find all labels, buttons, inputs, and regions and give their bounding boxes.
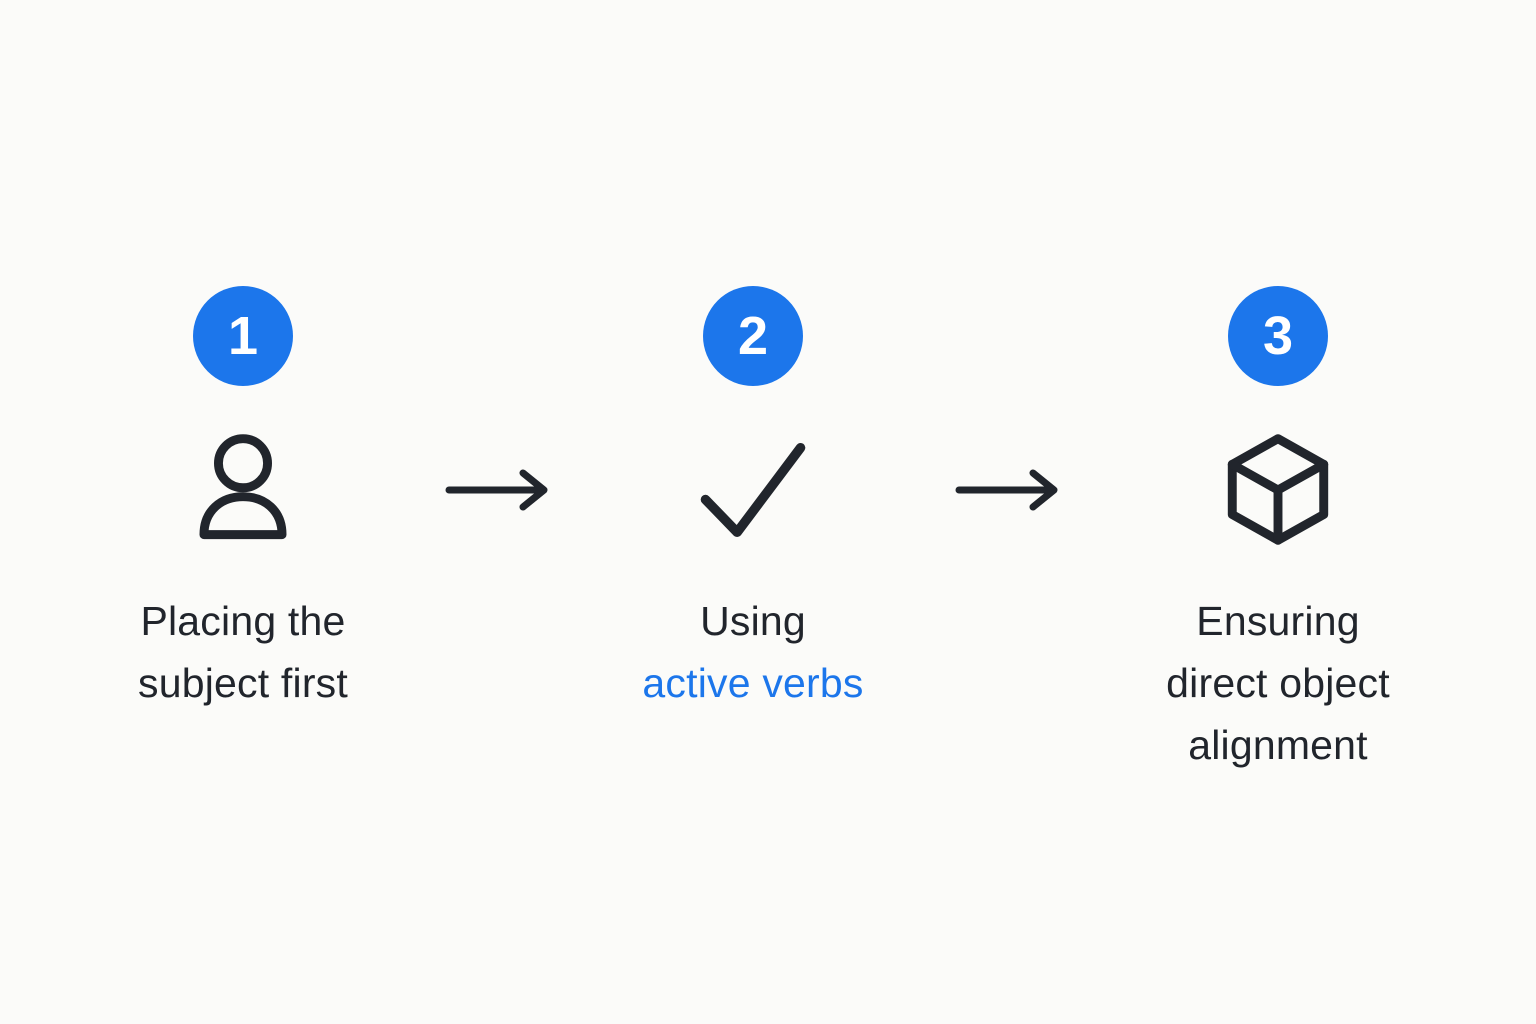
person-icon — [187, 432, 299, 548]
label-line: Using — [700, 598, 806, 644]
label-line: alignment — [1188, 722, 1368, 768]
step-1: 1 Placing the subject first — [63, 286, 423, 714]
label-line: Ensuring — [1196, 598, 1360, 644]
step-3-label: Ensuring direct object alignment — [1166, 590, 1390, 776]
label-line-accent: active verbs — [642, 660, 864, 706]
step-3-number-badge: 3 — [1228, 286, 1328, 386]
check-icon — [697, 432, 809, 548]
step-2-label: Using active verbs — [642, 590, 863, 714]
step-2-number-badge: 2 — [703, 286, 803, 386]
step-number: 1 — [227, 306, 259, 366]
label-line: subject first — [138, 660, 348, 706]
step-number: 2 — [737, 306, 769, 366]
step-1-label: Placing the subject first — [138, 590, 348, 714]
cube-icon — [1222, 432, 1334, 548]
arrow-right-icon — [933, 468, 1083, 512]
step-number: 3 — [1262, 306, 1294, 366]
step-2: 2 Using active verbs — [573, 286, 933, 714]
label-line: Placing the — [140, 598, 346, 644]
arrow-right-icon — [423, 468, 573, 512]
step-1-number-badge: 1 — [193, 286, 293, 386]
step-3: 3 Ensuring direct object alignment — [1083, 286, 1473, 776]
label-line: direct object — [1166, 660, 1390, 706]
